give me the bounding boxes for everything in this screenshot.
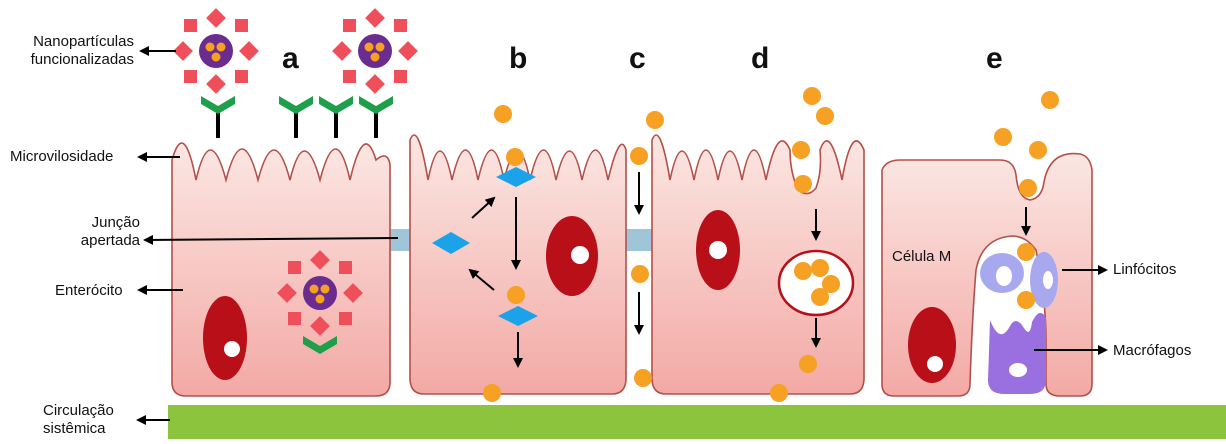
systemic-circulation-label: Circulação sistêmica bbox=[43, 402, 114, 438]
macrophages-label: Macrófagos bbox=[1113, 342, 1191, 360]
microvilli-label: Microvilosidade bbox=[10, 148, 113, 166]
lymphocyte-1 bbox=[980, 253, 1024, 293]
panel-letter-a: a bbox=[282, 42, 299, 76]
panel-letter-e: e bbox=[986, 42, 1003, 76]
nanoparticles-label: Nanopartículas funcionalizadas bbox=[14, 33, 134, 69]
nucleus-b bbox=[546, 216, 598, 296]
lymphocytes-label: Linfócitos bbox=[1113, 261, 1176, 279]
panel-letter-c: c bbox=[629, 42, 646, 76]
macrophage bbox=[988, 313, 1046, 394]
nanoparticle-1 bbox=[173, 8, 259, 94]
enterocyte-label: Enterócito bbox=[55, 282, 123, 300]
m-cell-label: Célula M bbox=[892, 248, 951, 266]
nanoparticle-2 bbox=[332, 8, 418, 94]
panel-letter-d: d bbox=[751, 42, 769, 76]
receptor-group bbox=[218, 112, 376, 138]
nanoparticle-3 bbox=[277, 250, 363, 336]
enterocyte-cell-a bbox=[172, 143, 390, 396]
nucleus-d bbox=[696, 210, 740, 290]
panel-letter-b: b bbox=[509, 42, 527, 76]
nucleus-e bbox=[908, 307, 956, 383]
tight-junction-ab bbox=[390, 229, 410, 251]
systemic-circulation-bar bbox=[168, 405, 1226, 439]
tight-junction-label: Junção apertada bbox=[62, 214, 140, 250]
nucleus-a bbox=[203, 296, 247, 380]
tight-junction-bc bbox=[626, 229, 652, 251]
